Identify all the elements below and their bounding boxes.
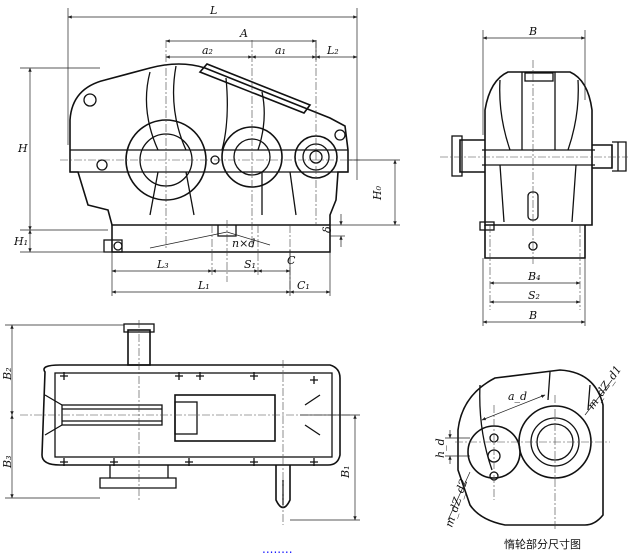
dim-ad-label: a_d <box>508 390 527 403</box>
dim-ad <box>481 394 546 421</box>
dim-S1-label: S₁ <box>244 258 256 271</box>
side-base <box>484 225 586 259</box>
dim-S2-label: S₂ <box>528 289 540 302</box>
front-view: L A a₂ a₁ L₂ H H₁ H₀ δ n×d L₃ <box>13 4 400 296</box>
dim-A-label: A <box>239 27 248 40</box>
dim-H1-label: H₁ <box>13 235 28 248</box>
dim-md-zd2-label: m_dZ_d2 <box>442 477 470 529</box>
top-view: B₂ B₃ B₁ <box>1 320 360 525</box>
dim-L1-label: L₁ <box>197 279 210 292</box>
front-base <box>111 225 331 253</box>
dim-L-label: L <box>209 4 217 17</box>
dim-H-label: H <box>17 142 28 155</box>
side-lower-ribs <box>499 164 577 223</box>
dim-H0-label: H₀ <box>371 185 384 201</box>
dim-side-B-top-label: B <box>528 25 537 38</box>
footer-fragment: ........ <box>262 542 293 553</box>
side-housing-outline <box>484 71 593 226</box>
dim-md-zd1-label: m_dZ_d1 <box>585 363 624 412</box>
lifting-lug-hole-left <box>83 93 97 107</box>
dim-delta-label: δ <box>321 226 334 233</box>
dim-L3-label: L₃ <box>156 258 169 271</box>
dim-a2-label: a₂ <box>202 44 213 57</box>
side-output-shaft-end <box>451 135 463 177</box>
idler-gear-detail: a_d m_dZ_d1 h_d m_dZ_d2 惰轮部分尺寸图 <box>434 363 624 551</box>
front-lower-ribs <box>149 171 297 216</box>
side-input-shaft-coupling <box>612 141 627 172</box>
top-bolt-markers <box>60 372 318 466</box>
dim-B3-label: B₃ <box>1 456 14 470</box>
dim-nxd-label: n×d <box>232 237 255 250</box>
foot-bolt-hole-left <box>113 241 123 251</box>
dim-L2-label: L₂ <box>326 44 339 57</box>
side-ribs <box>499 72 579 151</box>
dim-side-B-bottom-label: B <box>528 309 537 322</box>
inspection-cover <box>198 63 312 114</box>
dim-B2-label: B₂ <box>1 368 14 382</box>
lifting-lug-hole-right <box>334 129 346 141</box>
side-foot <box>479 221 495 231</box>
top-ribs <box>44 394 321 436</box>
top-base-foot <box>99 477 177 489</box>
dim-hd-label: h_d <box>434 438 447 458</box>
flange-bolt-1 <box>96 159 108 171</box>
dim-C-label: C <box>287 254 296 267</box>
dim-C1-label: C₁ <box>297 279 310 292</box>
side-view: B B₄ S₂ B <box>440 25 628 326</box>
front-ribs <box>145 65 265 151</box>
side-input-shaft <box>592 144 613 169</box>
top-housing-outline <box>41 364 341 466</box>
dim-B1-label: B₁ <box>339 466 352 480</box>
side-output-shaft <box>459 139 485 173</box>
front-housing-outline <box>69 63 349 226</box>
side-cover-top <box>524 72 554 82</box>
dim-a1-label: a₁ <box>275 44 286 57</box>
dim-B4-label: B₄ <box>527 270 541 283</box>
top-gear-hub <box>174 401 198 435</box>
detail-caption: 惰轮部分尺寸图 <box>504 537 581 551</box>
detail-housing-outline <box>457 369 604 526</box>
